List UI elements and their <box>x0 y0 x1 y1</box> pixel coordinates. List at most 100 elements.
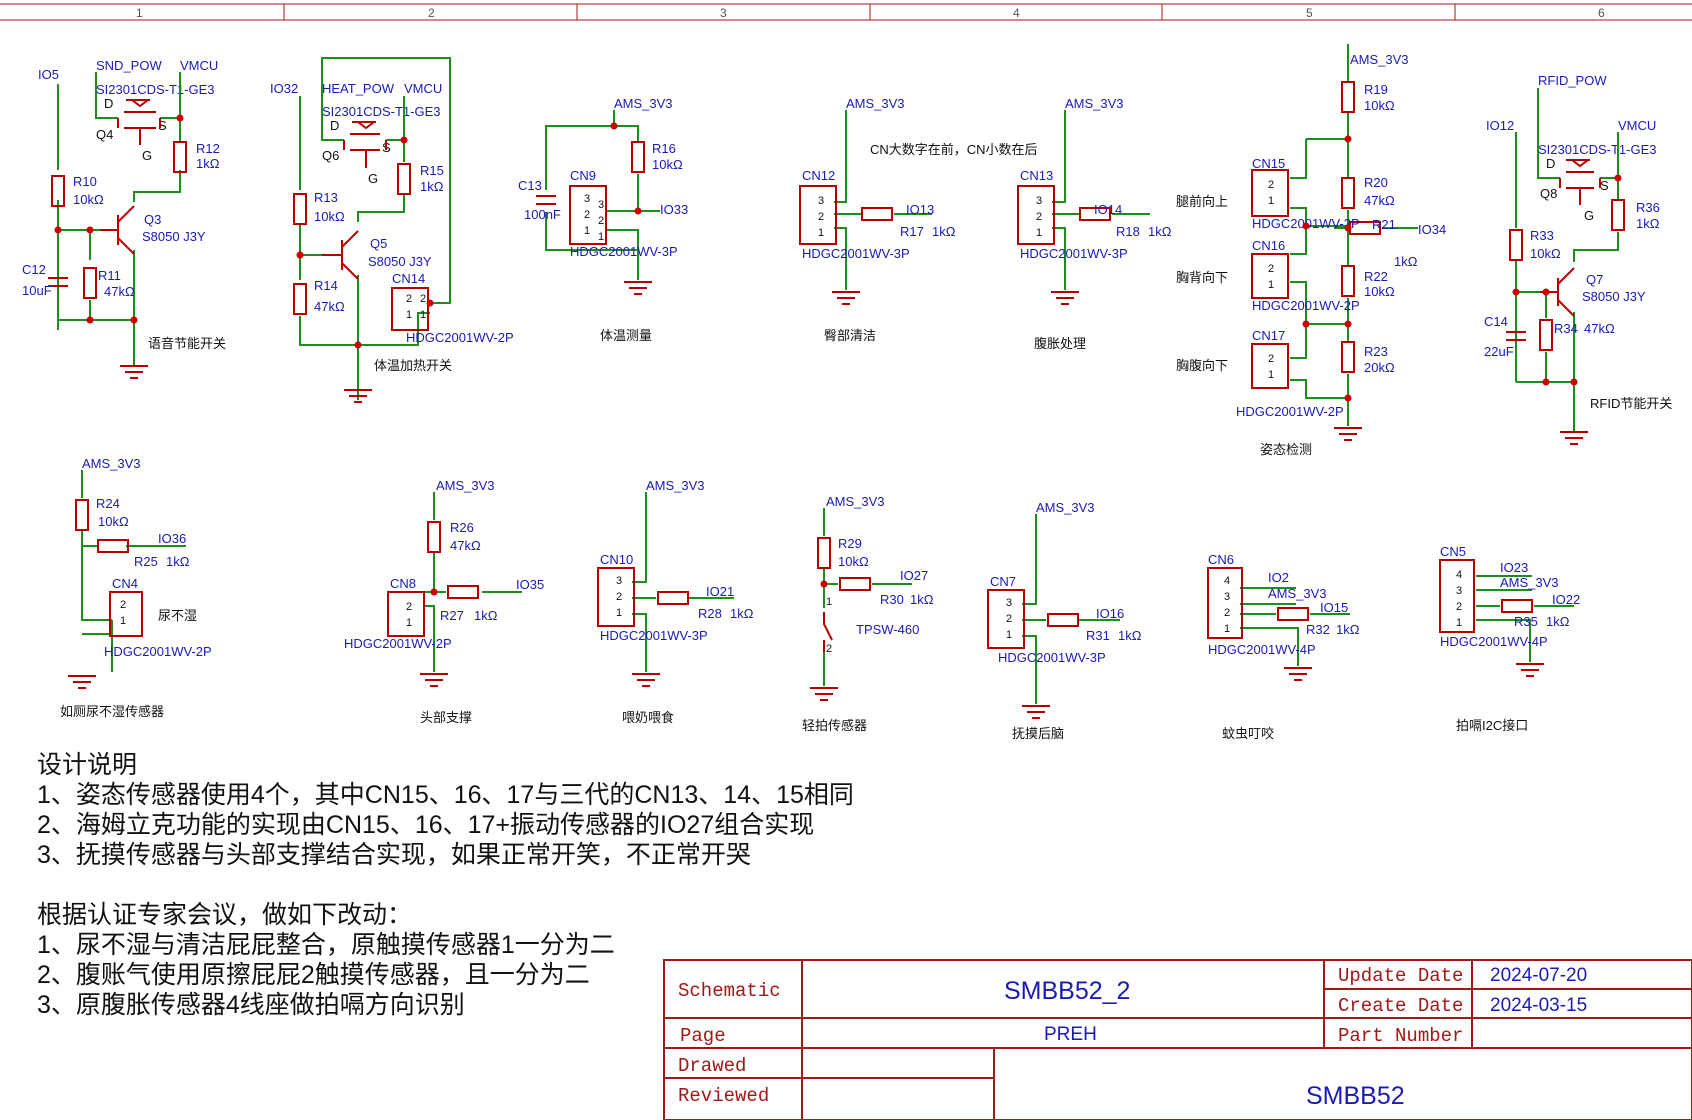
cn6-ref: CN6 <box>1208 552 1234 567</box>
r17-val: 1kΩ <box>932 224 956 239</box>
r30-val: 1kΩ <box>910 592 934 607</box>
svg-text:4: 4 <box>1456 569 1462 581</box>
cn16-ref: CN16 <box>1252 238 1285 253</box>
net-io22: IO22 <box>1552 592 1580 607</box>
r26-val: 47kΩ <box>450 538 481 553</box>
ground-symbol <box>344 389 372 403</box>
net-ams: AMS_3V3 <box>1350 52 1409 67</box>
svg-text:1: 1 <box>1036 227 1042 239</box>
ground-symbol <box>1560 431 1588 445</box>
cn13-ref: CN13 <box>1020 168 1053 183</box>
ruler-1: 1 <box>136 6 143 20</box>
r21-ref: R21 <box>1372 217 1396 232</box>
r10-resistor <box>51 175 65 207</box>
r12-ref: R12 <box>196 141 220 156</box>
r35-val: 1kΩ <box>1546 614 1570 629</box>
cn-order-note: CN大数字在前，CN小数在后 <box>870 142 1038 157</box>
r24-ref: R24 <box>96 496 120 511</box>
svg-text:1: 1 <box>1456 617 1462 629</box>
column-ruler: 1 2 3 4 5 6 <box>0 3 1692 21</box>
svg-text:1: 1 <box>120 615 126 627</box>
wet-label: 尿不湿 <box>158 608 197 623</box>
q3-transistor <box>100 205 135 255</box>
svg-text:1: 1 <box>1268 279 1274 291</box>
q4-drain-label: D <box>104 96 113 111</box>
r18-ref: R18 <box>1116 224 1140 239</box>
r31-resistor <box>1047 613 1079 627</box>
cn10-connector <box>597 567 635 627</box>
cn5-connector <box>1439 559 1475 633</box>
net-ams: AMS_3V3 <box>846 96 905 111</box>
r15-ref: R15 <box>420 163 444 178</box>
svg-text:2: 2 <box>420 293 426 305</box>
cn15-ref: CN15 <box>1252 156 1285 171</box>
q4-ref: Q4 <box>96 127 113 142</box>
circuit-wetness: AMS_3V3 R24 10kΩ IO36 R25 1kΩ 21 CN4 HDG… <box>60 456 212 719</box>
r36-val: 1kΩ <box>1636 216 1660 231</box>
title-block: Schematic SMBB52_2 Update Date 2024-07-2… <box>663 959 1692 1120</box>
update-date-label: Update Date <box>1338 965 1463 987</box>
svg-text:2: 2 <box>1268 263 1274 275</box>
r32-resistor <box>1277 607 1309 621</box>
leg-up-label: 腿前向上 <box>1176 194 1228 209</box>
r33-ref: R33 <box>1530 228 1554 243</box>
svg-text:1: 1 <box>1224 623 1230 635</box>
c12-capacitor <box>48 277 68 287</box>
q4-part: SI2301CDS-T1-GE3 <box>96 82 215 97</box>
c13-ref: C13 <box>518 178 542 193</box>
ground-symbol <box>1022 705 1050 719</box>
net-ams: AMS_3V3 <box>82 456 141 471</box>
belly-title: 腹胀处理 <box>1034 336 1086 351</box>
tpsw-switch <box>823 612 833 652</box>
feed-title: 喂奶喂食 <box>622 710 674 725</box>
c14-capacitor <box>1506 331 1526 341</box>
svg-text:3: 3 <box>1036 195 1042 207</box>
ground-symbol <box>832 291 860 305</box>
r18-val: 1kΩ <box>1148 224 1172 239</box>
butt-title: 臀部清洁 <box>824 328 876 343</box>
r28-val: 1kΩ <box>730 606 754 621</box>
note-line: 1、尿不湿与清洁屁屁整合，原触摸传感器1一分为二 <box>37 931 615 959</box>
r14-ref: R14 <box>314 278 338 293</box>
circuit-butt-clean: AMS_3V3 CN大数字在前，CN小数在后 IO13 R17 1kΩ 321 … <box>799 96 1038 343</box>
cn16-part: HDGC2001WV-2P <box>1252 298 1360 313</box>
circuit-feeding: AMS_3V3 IO21 R28 1kΩ 321 CN10 HDGC2001WV… <box>597 478 754 725</box>
project-name: SMBB52 <box>1306 1082 1405 1110</box>
drawed-label: Drawed <box>678 1055 746 1077</box>
r29-ref: R29 <box>838 536 862 551</box>
r10-val: 10kΩ <box>73 192 104 207</box>
q4-gate-label: G <box>142 148 152 163</box>
ground-symbol <box>632 673 660 687</box>
cn8-connector <box>387 591 425 637</box>
circuit-tap-sensor: AMS_3V3 R29 10kΩ IO27 R30 1kΩ 1 2 TPSW-4… <box>802 494 934 733</box>
q4-source-label: S <box>158 118 167 133</box>
net-ams: AMS_3V3 <box>1036 500 1095 515</box>
circuit-stroke-head: AMS_3V3 IO16 R31 1kΩ 321 CN7 HDGC2001WV-… <box>987 500 1142 741</box>
notes-heading: 设计说明 <box>37 751 138 779</box>
svg-text:1: 1 <box>420 309 426 321</box>
svg-text:4: 4 <box>1224 575 1230 587</box>
net-snd-pow: SND_POW <box>96 58 162 73</box>
sw-pin1: 1 <box>826 596 832 608</box>
r11-ref: R11 <box>98 268 121 283</box>
ground-symbol <box>420 673 448 687</box>
head-title: 头部支撑 <box>420 710 472 725</box>
r32-val: 1kΩ <box>1336 622 1360 637</box>
r23-resistor <box>1341 341 1355 373</box>
ruler-6: 6 <box>1598 6 1605 20</box>
q5-transistor <box>322 230 359 280</box>
r15-val: 1kΩ <box>420 179 444 194</box>
circuit-heat-switch: IO32 HEAT_POW VMCU SI2301CDS-T1-GE3 D S … <box>270 57 514 403</box>
cn7-connector <box>987 589 1025 649</box>
net-io23: IO23 <box>1500 560 1528 575</box>
q4-mosfet <box>117 99 161 145</box>
r12-resistor <box>173 141 187 173</box>
net-vmcu: VMCU <box>180 58 218 73</box>
r32-ref: R32 <box>1306 622 1330 637</box>
net-io21: IO21 <box>706 584 734 599</box>
ground-symbol <box>1334 427 1362 441</box>
cn9-ref: CN9 <box>570 168 596 183</box>
r26-resistor <box>427 521 441 553</box>
page-value: PREH <box>1044 1024 1097 1045</box>
